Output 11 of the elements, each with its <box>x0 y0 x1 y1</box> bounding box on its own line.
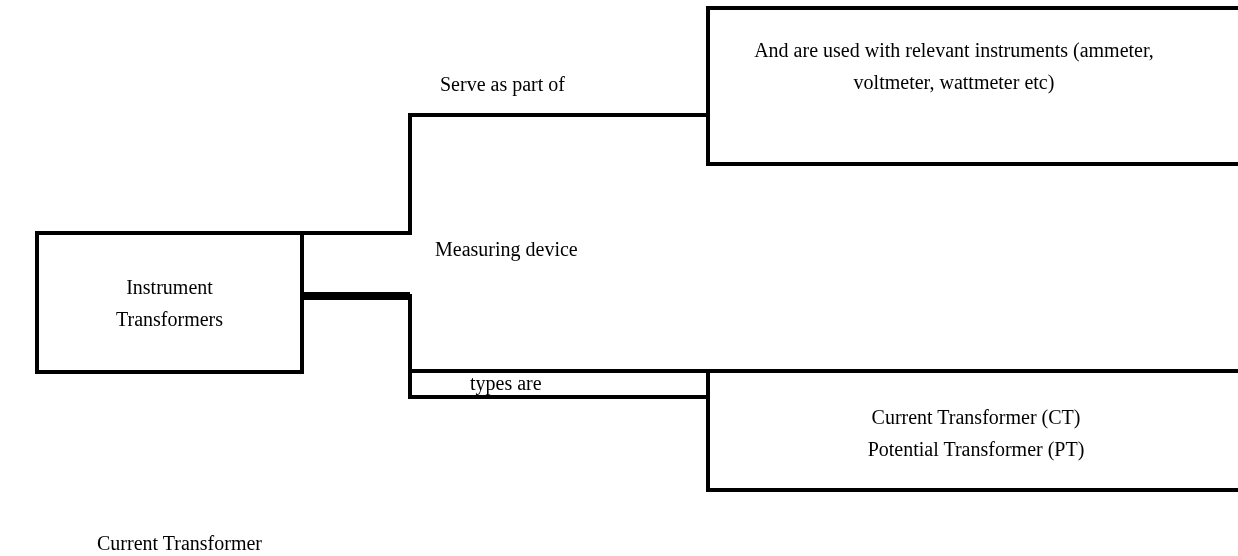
box-text: Instrument Transformers <box>115 274 224 332</box>
text-box <box>706 6 1238 166</box>
box-text: And are used with relevant instruments (ammeter, voltmeter, wattmeter etc) <box>754 38 1154 96</box>
text-box <box>706 369 1238 492</box>
note-text: Measuring device <box>435 237 578 263</box>
edge-label: Serve as part of <box>440 74 565 94</box>
box-text: Current Transformer (CT) Potential Transformer (PT) <box>866 404 1086 463</box>
note-text: Current Transformer <box>97 531 262 556</box>
connector-line <box>304 113 706 235</box>
connector-line <box>304 294 706 399</box>
text-box <box>35 231 304 374</box>
